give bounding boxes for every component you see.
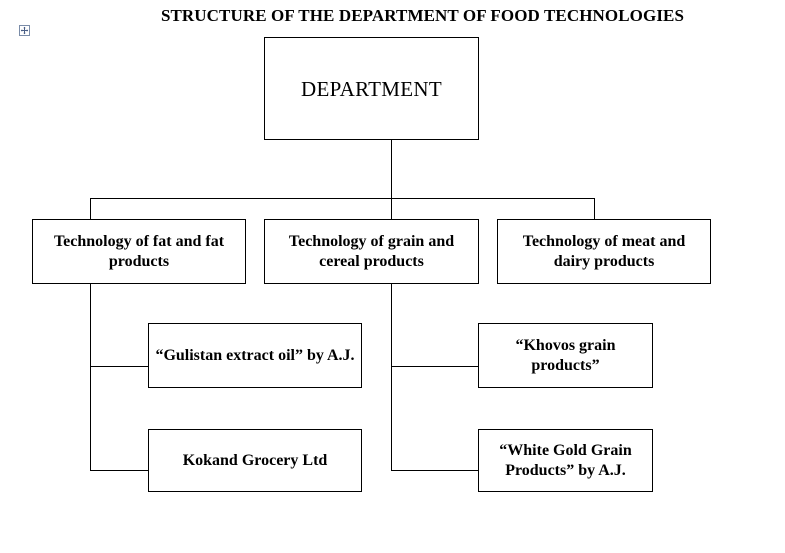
child-label: Kokand Grocery Ltd: [182, 451, 328, 469]
branch-label: Technology of meat and dairy products: [522, 232, 686, 270]
department-label: DEPARTMENT: [301, 76, 442, 101]
child-node-gulistan: “Gulistan extract oil” by A.J.: [148, 323, 362, 388]
department-node: DEPARTMENT: [264, 37, 479, 140]
child-label: “Khovos grain products”: [515, 336, 616, 374]
child-label: “Gulistan extract oil” by A.J.: [155, 346, 355, 364]
branch-node-grain: Technology of grain and cereal products: [264, 219, 479, 284]
child-node-white-gold: “White Gold Grain Products” by A.J.: [478, 429, 653, 492]
branch-label: Technology of fat and fat products: [53, 232, 225, 270]
child-label: “White Gold Grain Products” by A.J.: [499, 441, 632, 479]
child-node-khovos: “Khovos grain products”: [478, 323, 653, 388]
move-handle-icon[interactable]: [19, 25, 30, 36]
child-node-kokand: Kokand Grocery Ltd: [148, 429, 362, 492]
branch-node-fat: Technology of fat and fat products: [32, 219, 246, 284]
branch-label: Technology of grain and cereal products: [288, 232, 455, 270]
diagram-title: STRUCTURE OF THE DEPARTMENT OF FOOD TECH…: [160, 6, 685, 25]
branch-node-meat-dairy: Technology of meat and dairy products: [497, 219, 711, 284]
